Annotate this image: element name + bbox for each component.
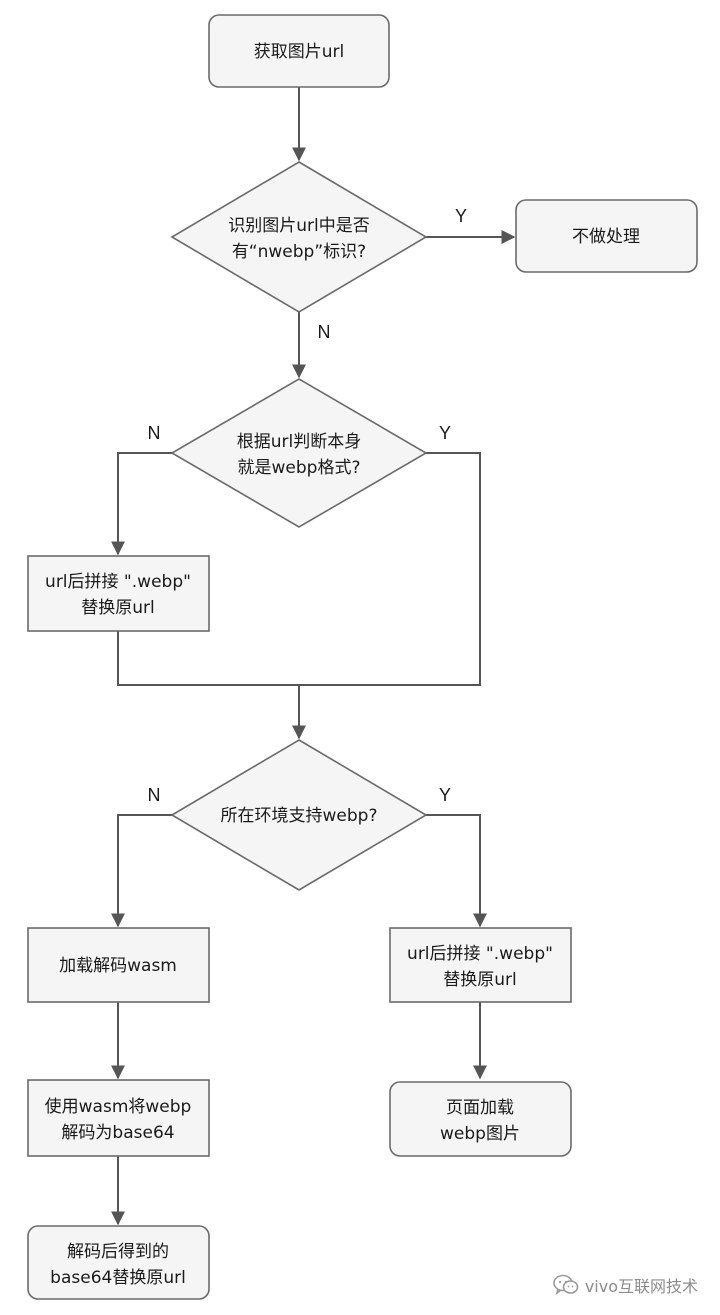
node-replace-base64-text: 解码后得到的 base64替换原url bbox=[50, 1242, 186, 1288]
append-webp-2-line-1: url后拼接 ".webp" bbox=[407, 944, 553, 964]
edge-check-format-yes bbox=[299, 452, 481, 686]
append-webp-1-line-2: 替换原url bbox=[81, 598, 155, 618]
node-page-load: 页面加载 webp图片 bbox=[389, 1081, 572, 1157]
no-process-line-1: 不做处理 bbox=[572, 227, 640, 247]
node-check-support-text: 所在环境支持webp? bbox=[221, 806, 378, 826]
wechat-icon bbox=[553, 1274, 579, 1296]
node-replace-base64: 解码后得到的 base64替换原url bbox=[27, 1225, 210, 1300]
node-append-webp-1: url后拼接 ".webp" 替换原url bbox=[27, 555, 210, 632]
node-check-format-text: 根据url判断本身就是webp格式? bbox=[237, 432, 362, 478]
node-check-nwebp-text: 识别图片url中是否有“nwebp”标识? bbox=[228, 216, 370, 262]
node-append-webp-1-text: url后拼接 ".webp" 替换原url bbox=[45, 572, 191, 618]
edge-check-support-yes bbox=[426, 814, 487, 928]
decode-base64-line-2: 解码为base64 bbox=[61, 1123, 174, 1143]
node-start: 获取图片url bbox=[208, 14, 390, 88]
label-support-yes: Y bbox=[439, 785, 451, 805]
check-support-line-1: 所在环境支持webp? bbox=[221, 806, 378, 826]
start-line-1: 获取图片url bbox=[254, 42, 345, 62]
append-webp-1-line-1: url后拼接 ".webp" bbox=[45, 572, 191, 592]
replace-base64-line-2: base64替换原url bbox=[50, 1268, 186, 1288]
decode-base64-line-1: 使用wasm将webp bbox=[45, 1096, 192, 1117]
node-load-wasm: 加载解码wasm bbox=[27, 927, 210, 1003]
node-decode-base64: 使用wasm将webp 解码为base64 bbox=[27, 1079, 210, 1157]
node-check-nwebp: 识别图片url中是否有“nwebp”标识? bbox=[170, 161, 428, 313]
node-start-text: 获取图片url bbox=[254, 42, 345, 62]
watermark-text: vivo互联网技术 bbox=[584, 1277, 698, 1296]
edge-check-format-no bbox=[111, 452, 174, 556]
node-append-webp-2-text: url后拼接 ".webp" 替换原url bbox=[407, 944, 553, 990]
edge-labels: Y N N Y N Y bbox=[148, 206, 468, 805]
edge-check-support-no bbox=[111, 814, 174, 928]
node-append-webp-2: url后拼接 ".webp" 替换原url bbox=[389, 927, 572, 1003]
edges bbox=[111, 87, 516, 1226]
label-nwebp-no: N bbox=[318, 322, 331, 342]
node-check-format: 根据url判断本身就是webp格式? bbox=[170, 378, 428, 528]
node-load-wasm-text: 加载解码wasm bbox=[59, 956, 177, 976]
check-format-line-2: 就是webp格式? bbox=[238, 458, 361, 478]
page-load-line-1: 页面加载 bbox=[446, 1098, 514, 1118]
node-no-process: 不做处理 bbox=[515, 199, 698, 273]
check-nwebp-line-2: 有“nwebp”标识? bbox=[232, 242, 366, 262]
node-decode-base64-text: 使用wasm将webp 解码为base64 bbox=[45, 1096, 192, 1143]
label-support-no: N bbox=[148, 785, 161, 805]
label-nwebp-yes: Y bbox=[455, 206, 467, 226]
node-check-support: 所在环境支持webp? bbox=[170, 739, 428, 891]
check-nwebp-line-1: 识别图片url中是否 bbox=[228, 216, 370, 236]
check-format-line-1: 根据url判断本身 bbox=[237, 432, 362, 452]
label-format-yes: Y bbox=[439, 423, 451, 443]
append-webp-2-line-2: 替换原url bbox=[443, 970, 517, 990]
node-page-load-text: 页面加载 webp图片 bbox=[440, 1098, 520, 1144]
node-no-process-text: 不做处理 bbox=[572, 227, 640, 247]
watermark: vivo互联网技术 bbox=[553, 1273, 698, 1297]
load-wasm-line-1: 加载解码wasm bbox=[59, 956, 177, 976]
label-format-no: N bbox=[148, 423, 161, 443]
replace-base64-line-1: 解码后得到的 bbox=[67, 1242, 169, 1262]
page-load-line-2: webp图片 bbox=[440, 1124, 520, 1144]
edge-append-1-merge bbox=[117, 631, 299, 686]
